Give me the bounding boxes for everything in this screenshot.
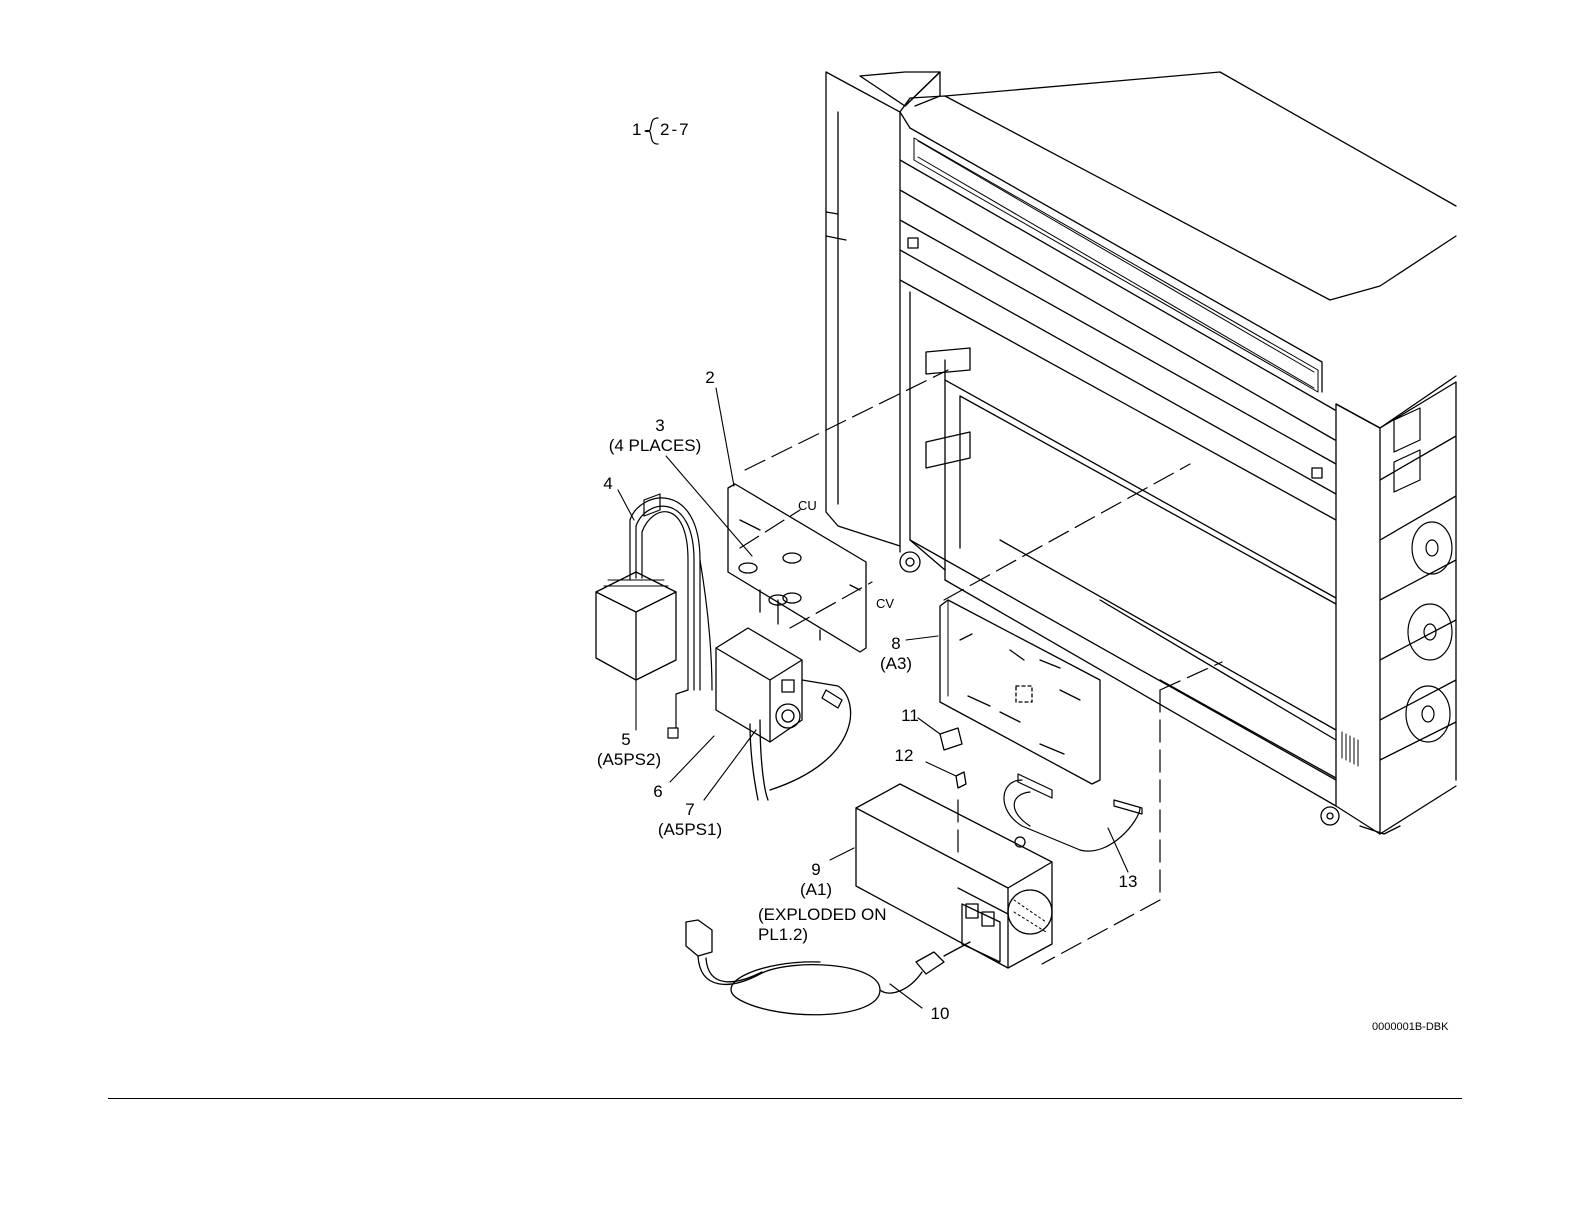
callout-9-extra-line1: (EXPLODED ON	[758, 905, 886, 925]
reference-brace	[645, 118, 658, 144]
power-supply-a5ps1-item-7	[716, 628, 851, 800]
control-pwb-a3-item-8	[940, 600, 1100, 784]
screws-item-3	[739, 553, 801, 605]
bracket-mark-cu: CU	[798, 496, 817, 516]
callout-8-note: (A3)	[872, 654, 920, 674]
callout-9-number: 9	[806, 860, 826, 880]
callout-9-note: (A1)	[792, 880, 840, 900]
paper-reels	[1394, 408, 1452, 742]
callout-6-number: 6	[648, 782, 668, 802]
callout-5-note: (A5PS2)	[590, 750, 668, 770]
power-supply-a5ps2-item-5	[596, 572, 676, 680]
wire-harness-item-4	[630, 494, 712, 738]
reference-range: 2-7	[660, 120, 691, 140]
bracket-item-2	[728, 484, 866, 652]
callout-7-number: 7	[680, 800, 700, 820]
power-module-a1-item-9	[856, 784, 1052, 968]
power-cord-item-10	[686, 920, 970, 1015]
figure-id: 0000001B-DBK	[1372, 1017, 1448, 1037]
callout-11-number: 11	[896, 706, 924, 726]
callout-3-number: 3	[650, 416, 670, 436]
footer-rule	[108, 1098, 1462, 1099]
callout-3-note: (4 PLACES)	[600, 436, 710, 456]
casters	[900, 552, 1400, 834]
top-vent-grille	[914, 138, 1318, 392]
callout-13-number: 13	[1114, 872, 1142, 892]
bracket-mark-cv: CV	[876, 594, 894, 614]
callout-8-number: 8	[886, 634, 906, 654]
callout-12-number: 12	[890, 746, 918, 766]
callout-10-number: 10	[926, 1004, 954, 1024]
callout-2-number: 2	[700, 368, 720, 388]
connector-item-12	[956, 772, 966, 788]
reference-prefix: 1	[632, 120, 641, 140]
callout-9-extra-line2: PL1.2)	[758, 925, 808, 945]
side-vent	[1342, 732, 1358, 766]
connector-item-11	[940, 728, 962, 750]
callout-7-note: (A5PS1)	[652, 820, 728, 840]
callout-4-number: 4	[598, 474, 618, 494]
callout-5-number: 5	[616, 730, 636, 750]
